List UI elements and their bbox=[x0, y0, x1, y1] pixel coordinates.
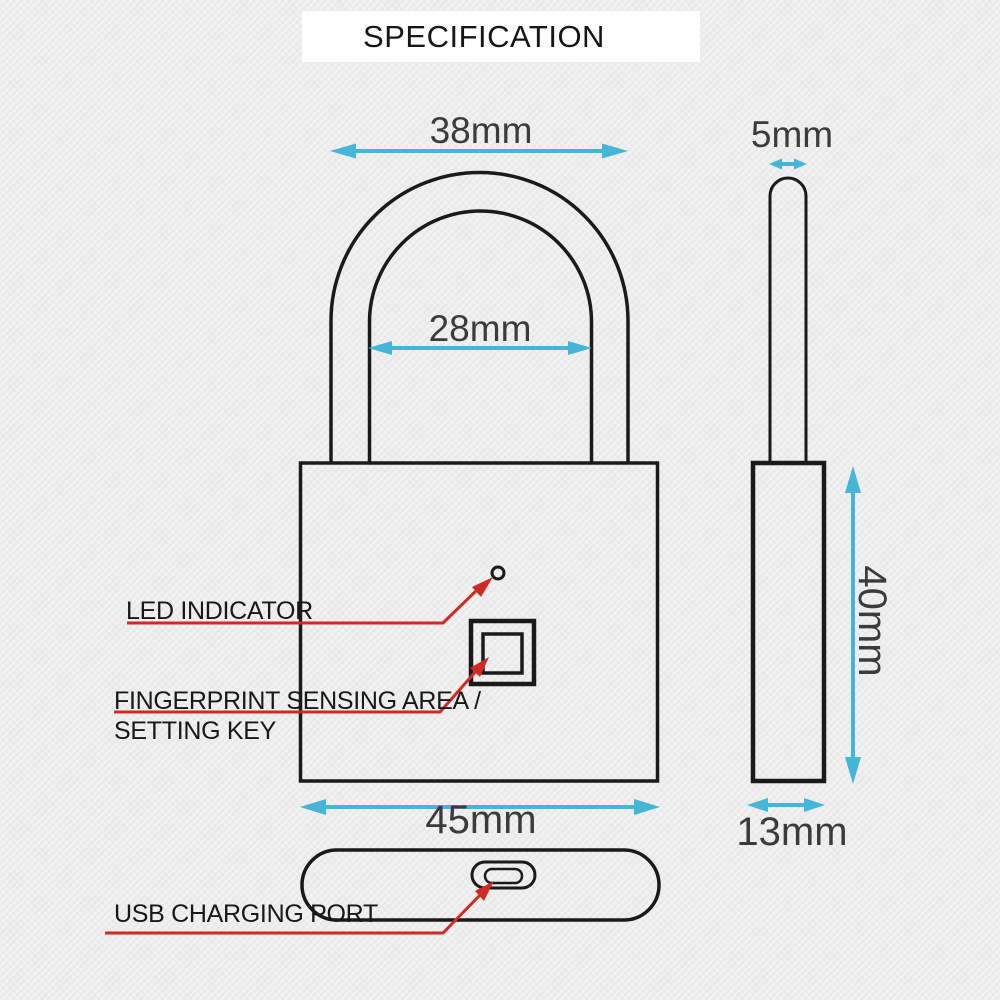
usb-port-outer bbox=[470, 860, 537, 890]
page-title: SPECIFICATION bbox=[363, 18, 605, 54]
fingerprint-sensor-outer bbox=[468, 618, 537, 687]
shackle-outer-outline bbox=[329, 170, 630, 464]
callout-text-usb: USB CHARGING PORT bbox=[114, 900, 378, 928]
dim-arrow-13mm bbox=[747, 798, 825, 812]
dim-text-13mm: 13mm bbox=[736, 810, 848, 854]
side-view bbox=[750, 176, 827, 784]
dim-arrow-45mm bbox=[300, 799, 660, 815]
dim-arrow-38mm bbox=[330, 143, 628, 159]
callout-leader-fingerprint bbox=[114, 657, 489, 714]
dim-arrow-28mm bbox=[368, 341, 592, 355]
dim-text-38mm: 38mm bbox=[429, 110, 533, 151]
lock-body-bottom bbox=[300, 848, 661, 922]
shackle-side-outline bbox=[768, 176, 808, 463]
lock-body-side bbox=[750, 460, 827, 784]
dim-text-40mm: 40mm bbox=[850, 565, 894, 677]
dim-arrow-40mm bbox=[845, 466, 861, 784]
bottom-view bbox=[300, 848, 661, 922]
dim-text-28mm: 28mm bbox=[428, 308, 532, 349]
callout-text-led: LED INDICATOR bbox=[126, 597, 313, 625]
usb-port-inner bbox=[483, 867, 524, 885]
callout-text-fingerprint-line1: FINGERPRINT SENSING AREA / bbox=[114, 687, 481, 715]
dim-arrow-5mm bbox=[769, 158, 807, 170]
callout-leader-led bbox=[127, 577, 493, 625]
callout-leader-usb bbox=[105, 881, 494, 935]
callout-text-fingerprint-line2: SETTING KEY bbox=[114, 717, 277, 745]
dim-text-5mm: 5mm bbox=[750, 114, 834, 155]
led-indicator-dot bbox=[490, 565, 506, 581]
fingerprint-sensor-inner bbox=[481, 632, 524, 675]
dim-text-45mm: 45mm bbox=[425, 798, 537, 842]
shackle-inner-outline bbox=[367, 209, 594, 464]
title-box: SPECIFICATION bbox=[302, 11, 700, 62]
